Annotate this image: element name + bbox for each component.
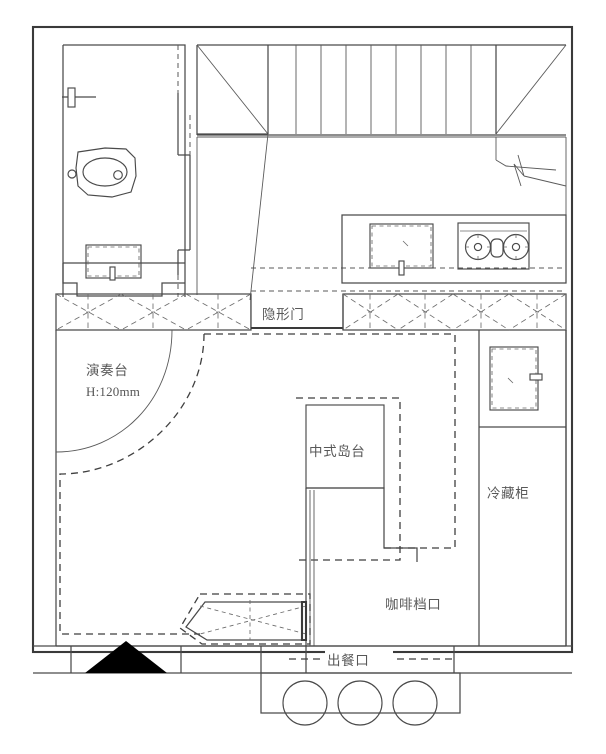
stage-height-label: H:120mm [86, 384, 140, 399]
sink-fixture [369, 223, 434, 276]
stair-treads [295, 45, 472, 134]
wash-basin-fixture [85, 244, 142, 281]
chinese-island-counter [296, 397, 456, 646]
kitchen-counter-run [341, 214, 567, 284]
restroom-room [62, 44, 191, 297]
staircase [196, 44, 567, 301]
appliance-fixture [489, 346, 543, 411]
entrance-door-marker [85, 641, 167, 673]
bar-stools [282, 680, 438, 726]
serving-window-label-mask [325, 648, 393, 670]
serving-window-label: 出餐口 [327, 653, 369, 668]
outer-building-outline [31, 25, 574, 654]
stool-3 [392, 680, 438, 726]
bottom-angled-counter [179, 593, 311, 645]
hidden-door-label: 隐形门 [262, 307, 304, 322]
performance-stage-area [55, 329, 456, 635]
hatch-segment-right [342, 293, 567, 331]
stool-1 [282, 680, 328, 726]
overhead-outline-upper [251, 267, 566, 292]
toilet-fixture [67, 147, 137, 198]
hatched-wall-band [55, 293, 567, 331]
stage-label: 演奏台 [86, 363, 128, 378]
hidden-door-opening[interactable] [250, 294, 344, 330]
outdoor-bar-counter [260, 672, 461, 714]
hatch-segment-left [55, 293, 252, 331]
stool-2 [337, 680, 383, 726]
chinese-island-label: 中式岛台 [309, 444, 365, 459]
coffee-counter-label: 咖啡档口 [385, 597, 441, 612]
hob-fixture [457, 222, 530, 270]
refrigerated-cabinet-label: 冷藏柜 [487, 486, 529, 501]
floor-drain-icon [62, 87, 96, 108]
refrigerated-cabinet-run [478, 330, 567, 646]
